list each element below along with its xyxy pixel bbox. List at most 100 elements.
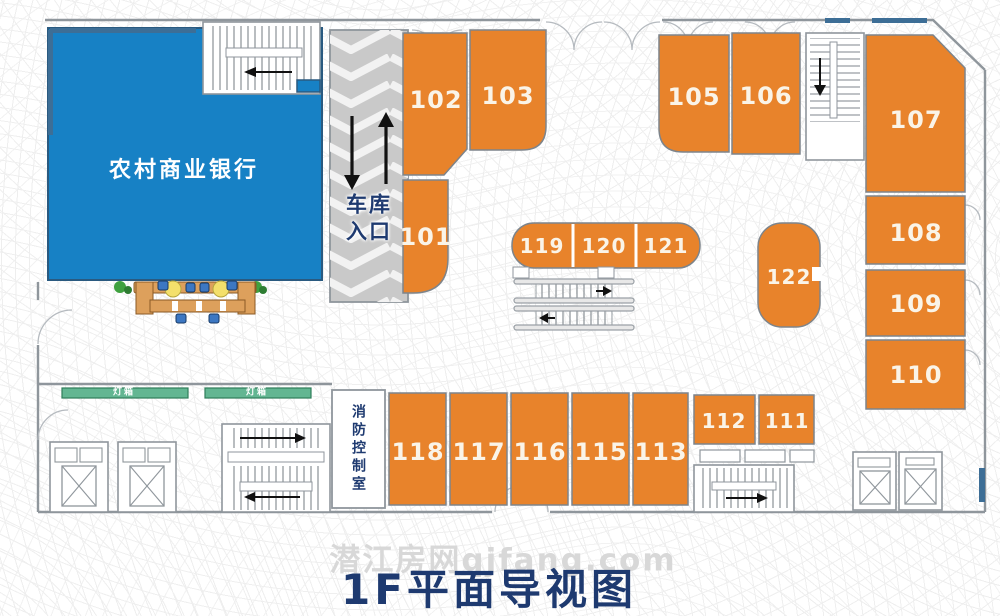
window-strips — [825, 18, 985, 502]
slot-3 — [789, 449, 815, 463]
stair-handrail — [239, 481, 313, 492]
room-107-label: 107 — [889, 106, 943, 134]
room-101 — [402, 179, 449, 294]
door-arc-left-wall — [37, 309, 73, 345]
room-101-label: 101 — [399, 223, 453, 251]
room-118-label: 118 — [391, 438, 445, 466]
stair-landing-rail — [227, 451, 325, 463]
bank-left-strip — [48, 30, 53, 135]
bar-foot-1 — [512, 266, 530, 279]
room-115 — [571, 392, 630, 506]
elevator-3 — [852, 451, 897, 511]
room-105 — [658, 34, 730, 153]
room-117 — [449, 392, 508, 506]
bar-foot-2 — [597, 266, 615, 279]
down-arrow-icon — [344, 116, 360, 190]
room-115-label: 115 — [574, 438, 628, 466]
plant-icon — [259, 286, 267, 294]
room-110 — [865, 339, 966, 410]
elevators-bottom-left — [49, 441, 177, 513]
lightbox-left — [61, 387, 189, 399]
lightbox-label-right: 灯箱 — [245, 387, 269, 398]
staircase-bottom-middle — [693, 464, 795, 513]
stair-handrail — [225, 47, 303, 58]
elevator-4 — [898, 451, 943, 511]
room-122-label: 122 — [766, 265, 812, 289]
transom-slots — [699, 449, 815, 463]
door-arc-main-entrance — [545, 21, 661, 51]
slot-2 — [744, 449, 786, 463]
lightbox-label-left: 灯箱 — [112, 387, 136, 398]
stair-arrow-icon — [244, 67, 256, 77]
bank-kiosk-box — [296, 79, 321, 93]
stair-arrow-icon — [757, 493, 768, 503]
room-118 — [388, 392, 447, 506]
stair-treads — [207, 26, 313, 90]
site-watermark: 潜江房网qjfang.com — [329, 542, 677, 579]
fire-control-label: 消防控制室 — [350, 404, 366, 494]
bank-area — [47, 21, 323, 281]
slot-1 — [699, 449, 741, 463]
ramp-chevrons — [330, 30, 408, 302]
room-116 — [510, 392, 569, 506]
page-title: 1F平面导视图 — [341, 565, 637, 614]
escalators — [513, 278, 635, 331]
room-111-label: 111 — [764, 409, 810, 433]
room-120-label: 120 — [581, 234, 627, 258]
room-103-label: 103 — [481, 82, 535, 110]
staircase-top-right — [805, 32, 865, 161]
room-116-label: 116 — [513, 438, 567, 466]
up-arrow-icon — [378, 112, 394, 184]
bench-gap — [220, 301, 226, 311]
escalator-down — [513, 305, 635, 331]
window-strip-right-wall — [979, 468, 985, 502]
room-119-label: 119 — [519, 234, 565, 258]
garage-entrance-label-line2: 入口 — [346, 219, 392, 244]
room-105-label: 105 — [667, 83, 721, 111]
door-arc-left-lower — [37, 409, 69, 441]
escalator-arrow-right-icon — [603, 286, 612, 296]
bank-label: 农村商业银行 — [108, 158, 260, 183]
stair-handrail — [829, 41, 838, 119]
room-106 — [731, 32, 801, 155]
room-108 — [865, 195, 966, 265]
room-102 — [402, 32, 468, 176]
room-122-notch — [812, 267, 822, 281]
room-117-label: 117 — [452, 438, 506, 466]
lightboxes — [61, 387, 312, 399]
seating-area — [114, 280, 267, 324]
room-121-label: 121 — [643, 234, 689, 258]
elevator-1 — [49, 441, 109, 513]
room-102-label: 102 — [409, 86, 463, 114]
wall-top-right — [662, 18, 986, 71]
room-111 — [758, 394, 815, 445]
bench-block-left — [135, 281, 154, 315]
bank-top-strip — [50, 28, 196, 33]
room-107 — [865, 34, 966, 193]
staircase-bottom-left — [221, 423, 331, 513]
room-112-label: 112 — [701, 409, 747, 433]
room-106-label: 106 — [739, 82, 793, 110]
stair-handrail — [711, 481, 777, 491]
window-strip-1 — [825, 18, 850, 23]
stair-arrow-icon — [814, 85, 826, 96]
door-arc-right-corridor — [964, 204, 981, 366]
stair-arrow-left-icon — [244, 492, 255, 502]
escalator-arrow-left-icon — [539, 313, 548, 323]
room-113-label: 113 — [634, 438, 688, 466]
elevator-2 — [117, 441, 177, 513]
room-110-label: 110 — [889, 361, 943, 389]
stair-arrow-right-icon — [295, 433, 306, 443]
plant-icon — [124, 286, 132, 294]
plant-icon — [114, 281, 126, 293]
retail-units — [388, 29, 966, 506]
window-strip-2 — [872, 18, 927, 23]
room-103 — [469, 29, 547, 151]
room-109-label: 109 — [889, 290, 943, 318]
garage-entrance-label-line1: 车库 — [346, 192, 392, 217]
elevators-bottom-right — [852, 451, 943, 511]
chairs — [157, 280, 238, 324]
fire-control-room — [331, 389, 386, 509]
